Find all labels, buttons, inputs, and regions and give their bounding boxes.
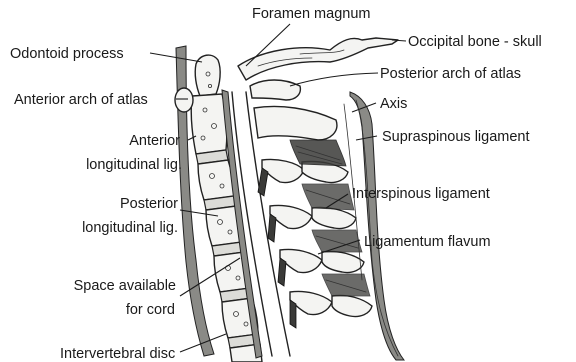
spinous-process-c4 [312, 207, 356, 228]
occipital-bone [238, 38, 398, 80]
lamina-c4 [270, 205, 312, 228]
label-space-cord-line1: Space available [74, 278, 176, 294]
posterior-arch-atlas [250, 80, 300, 100]
vertebral-body-c3 [198, 160, 234, 200]
lamina-c5 [280, 249, 322, 272]
label-space-cord-line2: for cord [126, 302, 175, 318]
label-posterior-longitudinal-line1: Posterior [120, 196, 178, 212]
lamina-c3 [262, 159, 304, 182]
label-intervertebral-disc: Intervertebral disc [60, 346, 175, 362]
label-axis: Axis [380, 96, 407, 112]
label-anterior-longitudinal-line1: Anterior [129, 133, 180, 149]
label-odontoid-process: Odontoid process [10, 46, 124, 62]
anterior-arch-atlas [175, 88, 193, 112]
label-posterior-longitudinal-line2: longitudinal lig. [82, 220, 178, 236]
label-anterior-longitudinal-line2: longitudinal lig. [86, 157, 182, 173]
axis-spinous-process [254, 107, 337, 141]
label-foramen-magnum: Foramen magnum [252, 6, 370, 22]
spinous-process-c6 [332, 295, 372, 316]
label-supraspinous-ligament: Supraspinous ligament [382, 129, 530, 145]
spinous-process-c5 [322, 251, 364, 272]
label-posterior-arch-atlas: Posterior arch of atlas [380, 66, 521, 82]
label-anterior-arch-atlas: Anterior arch of atlas [14, 92, 148, 108]
label-interspinous-ligament: Interspinous ligament [352, 186, 490, 202]
label-ligamentum-flavum: Ligamentum flavum [364, 234, 491, 250]
vertebral-body-c2 [191, 94, 227, 154]
label-occipital-bone: Occipital bone - skull [408, 34, 542, 50]
